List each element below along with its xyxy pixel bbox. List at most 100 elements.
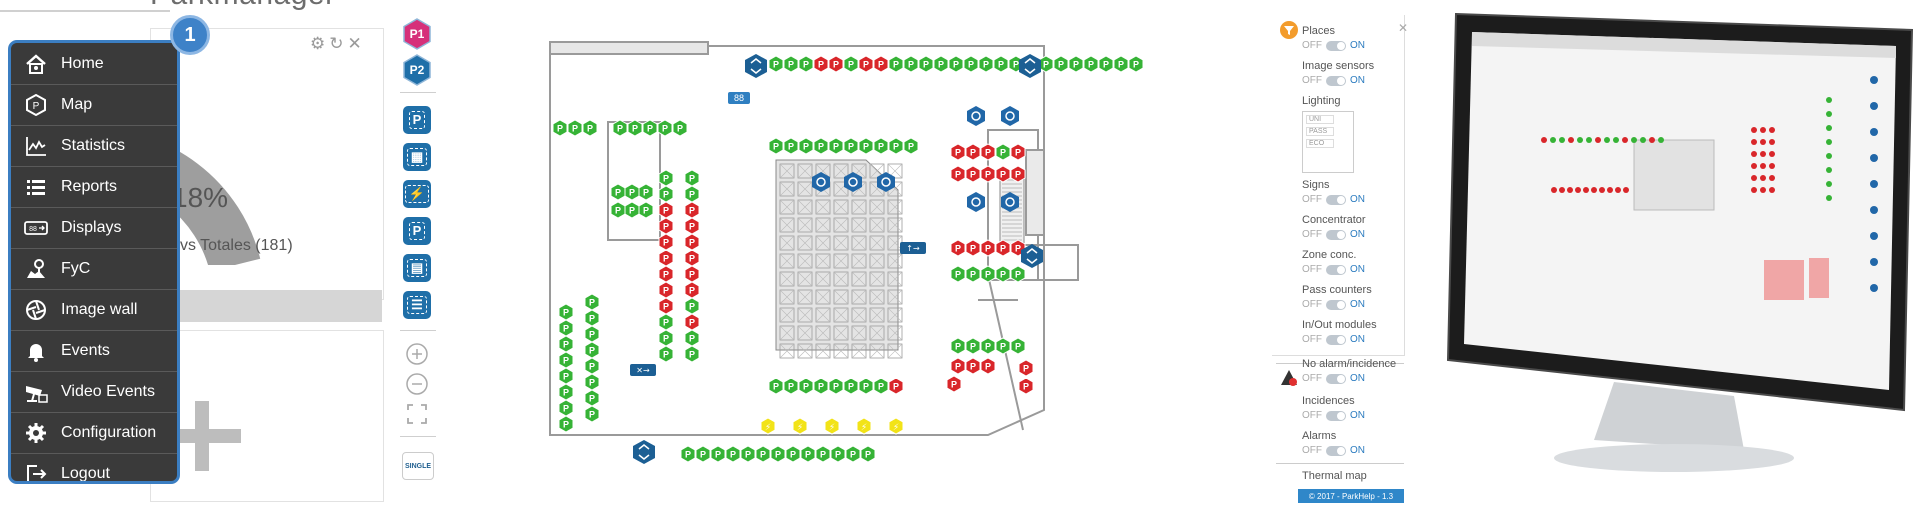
- free-parking-spot[interactable]: P: [558, 415, 574, 433]
- menu-item-configuration[interactable]: Configuration: [11, 413, 177, 454]
- free-parking-spot[interactable]: P: [980, 337, 996, 355]
- occupied-parking-spot[interactable]: P: [658, 265, 674, 283]
- free-parking-spot[interactable]: P: [800, 445, 816, 463]
- occupied-parking-spot[interactable]: P: [684, 217, 700, 235]
- toggle-switch[interactable]: [1326, 334, 1346, 345]
- free-parking-spot[interactable]: P: [584, 405, 600, 423]
- direction-sign-icon[interactable]: ↑→: [900, 242, 926, 254]
- close-icon[interactable]: ✕: [1398, 21, 1409, 35]
- menu-item-reports[interactable]: Reports: [11, 167, 177, 208]
- fullscreen-icon[interactable]: [405, 402, 429, 426]
- free-parking-spot[interactable]: P: [783, 377, 799, 395]
- free-parking-spot[interactable]: P: [948, 55, 964, 73]
- free-parking-spot[interactable]: P: [843, 55, 859, 73]
- free-parking-spot[interactable]: P: [843, 137, 859, 155]
- menu-item-statistics[interactable]: Statistics: [11, 126, 177, 167]
- toggle-switch[interactable]: [1326, 194, 1346, 205]
- menu-item-image-wall[interactable]: Image wall: [11, 290, 177, 331]
- occupied-parking-spot[interactable]: P: [684, 265, 700, 283]
- free-parking-spot[interactable]: P: [584, 341, 600, 359]
- free-parking-spot[interactable]: P: [582, 119, 598, 137]
- occupied-parking-spot[interactable]: P: [965, 357, 981, 375]
- occupied-parking-spot[interactable]: P: [684, 233, 700, 251]
- checklist-icon[interactable]: ☰: [403, 291, 431, 319]
- free-parking-spot[interactable]: P: [828, 377, 844, 395]
- parking-settings-icon[interactable]: P: [403, 217, 431, 245]
- occupied-parking-spot[interactable]: P: [684, 201, 700, 219]
- free-parking-spot[interactable]: P: [845, 445, 861, 463]
- concentrator-icon[interactable]: [745, 54, 767, 78]
- occupied-parking-spot[interactable]: P: [684, 313, 700, 331]
- free-parking-spot[interactable]: P: [558, 367, 574, 385]
- free-parking-spot[interactable]: P: [558, 383, 574, 401]
- occupied-parking-spot[interactable]: P: [950, 165, 966, 183]
- free-parking-spot[interactable]: P: [1128, 55, 1144, 73]
- free-parking-spot[interactable]: P: [963, 55, 979, 73]
- free-parking-spot[interactable]: P: [638, 183, 654, 201]
- occupied-parking-spot[interactable]: P: [1010, 165, 1026, 183]
- free-parking-spot[interactable]: P: [950, 265, 966, 283]
- free-parking-spot[interactable]: P: [627, 119, 643, 137]
- free-parking-spot[interactable]: P: [584, 389, 600, 407]
- occupied-parking-spot[interactable]: P: [995, 239, 1011, 257]
- menu-item-fyc[interactable]: FyC: [11, 249, 177, 290]
- free-parking-spot[interactable]: P: [995, 337, 1011, 355]
- free-parking-spot[interactable]: P: [624, 183, 640, 201]
- free-parking-spot[interactable]: P: [858, 137, 874, 155]
- occupied-parking-spot[interactable]: P: [658, 281, 674, 299]
- free-parking-spot[interactable]: P: [1053, 55, 1069, 73]
- free-parking-spot[interactable]: P: [770, 445, 786, 463]
- free-parking-spot[interactable]: P: [873, 377, 889, 395]
- free-parking-spot[interactable]: P: [1083, 55, 1099, 73]
- free-parking-spot[interactable]: P: [680, 445, 696, 463]
- free-parking-spot[interactable]: P: [684, 169, 700, 187]
- camera-sensor-icon[interactable]: [967, 192, 985, 212]
- free-parking-spot[interactable]: P: [830, 445, 846, 463]
- free-parking-spot[interactable]: P: [995, 265, 1011, 283]
- free-parking-spot[interactable]: P: [558, 351, 574, 369]
- free-parking-spot[interactable]: P: [858, 377, 874, 395]
- free-parking-spot[interactable]: P: [843, 377, 859, 395]
- lighting-option-tag[interactable]: UNI: [1306, 115, 1334, 124]
- free-parking-spot[interactable]: P: [684, 345, 700, 363]
- camera-sensor-icon[interactable]: [812, 172, 830, 192]
- concentrator-icon[interactable]: [1021, 244, 1043, 268]
- calendar-car-icon[interactable]: ▤: [403, 254, 431, 282]
- free-parking-spot[interactable]: P: [965, 265, 981, 283]
- camera-sensor-icon[interactable]: [1001, 192, 1019, 212]
- refresh-icon[interactable]: ↻: [329, 34, 348, 53]
- free-parking-spot[interactable]: P: [657, 119, 673, 137]
- toggle-switch[interactable]: [1326, 410, 1346, 421]
- free-parking-spot[interactable]: P: [980, 265, 996, 283]
- occupied-parking-spot[interactable]: P: [965, 239, 981, 257]
- free-parking-spot[interactable]: P: [658, 329, 674, 347]
- free-parking-spot[interactable]: P: [768, 137, 784, 155]
- free-parking-spot[interactable]: P: [658, 313, 674, 331]
- ev-charger-spot[interactable]: ⚡: [824, 417, 840, 435]
- free-parking-spot[interactable]: P: [552, 119, 568, 137]
- occupied-parking-spot[interactable]: P: [950, 357, 966, 375]
- free-parking-spot[interactable]: P: [995, 143, 1011, 161]
- gear-icon[interactable]: ⚙: [310, 34, 330, 53]
- free-parking-spot[interactable]: P: [672, 119, 688, 137]
- toggle-switch[interactable]: [1326, 40, 1346, 51]
- free-parking-spot[interactable]: P: [684, 185, 700, 203]
- close-icon[interactable]: ✕: [347, 34, 366, 53]
- free-parking-spot[interactable]: P: [798, 137, 814, 155]
- free-parking-spot[interactable]: P: [785, 445, 801, 463]
- calendar-clock-icon[interactable]: ▦: [403, 143, 431, 171]
- free-parking-spot[interactable]: P: [610, 201, 626, 219]
- toggle-switch[interactable]: [1326, 299, 1346, 310]
- free-parking-spot[interactable]: P: [658, 185, 674, 203]
- free-parking-spot[interactable]: P: [567, 119, 583, 137]
- toggle-switch[interactable]: [1326, 75, 1346, 86]
- free-parking-spot[interactable]: P: [710, 445, 726, 463]
- free-parking-spot[interactable]: P: [584, 357, 600, 375]
- free-parking-spot[interactable]: P: [658, 169, 674, 187]
- free-parking-spot[interactable]: P: [993, 55, 1009, 73]
- charging-icon[interactable]: ⚡: [403, 180, 431, 208]
